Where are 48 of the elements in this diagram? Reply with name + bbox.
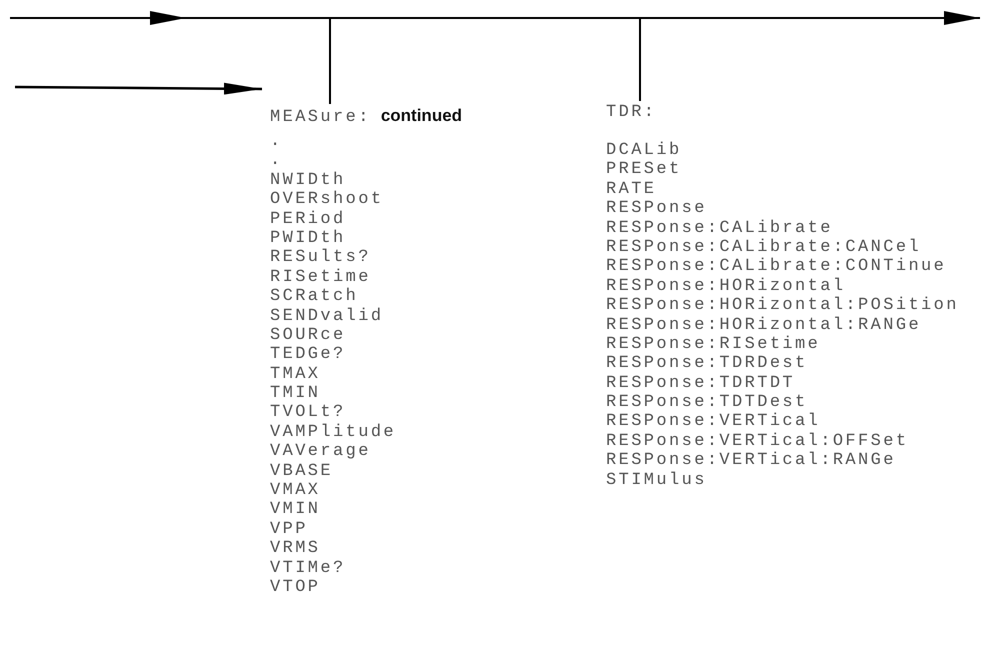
command-name: SCRatch [270,287,358,306]
continued-note: continued [380,106,462,126]
group-heading: TDR: [606,103,656,122]
command-name: TVOLt? [270,403,346,422]
command-name: RESPonse [606,199,707,218]
command-name: RESPonse:VERTical:RANGe [606,451,896,470]
command-name: VBASE [270,462,334,481]
command-name: . [270,132,283,151]
command-name: RESPonse:TDRDest [606,354,808,374]
command-name: RESPonse:CALibrate:CONTinue [606,257,946,276]
command-name: VRMS [270,539,320,558]
command-name: RESPonse:CALibrate [606,218,833,238]
command-name: VMIN [270,500,320,520]
command-name: TEDGe? [270,345,346,364]
command-name: VTIMe? [270,558,346,578]
command-name: RESPonse:HORizontal:POSition [606,296,959,316]
command-name: SOURce [270,326,346,345]
command-name: RESPonse:TDRTDT [606,374,796,393]
command-name: NWIDth [270,170,346,190]
command-name: OVERshoot [270,190,384,210]
command-name: RESPonse:HORizontal:RANGe [606,316,922,334]
command-name: . [270,151,283,170]
command-name: RISetime [270,268,371,287]
command-name: PERiod [270,210,346,229]
command-name: TMAX [270,364,320,384]
command-name: RESPonse:CALibrate:CANCel [606,238,922,257]
command-name: VMAX [270,481,320,500]
command-name: VPP [270,520,308,539]
arrow [15,82,262,95]
command-name: RESPonse:RISetime [606,334,820,354]
group-heading: MEASure: [270,108,371,128]
command-name: TMIN [270,384,320,404]
command-name: PRESet [606,160,682,180]
command-name: VAMPlitude [270,422,396,442]
command-name: RESults? [270,248,371,268]
command-name: DCALib [606,140,682,160]
command-name: VTOP [270,578,320,597]
connector-line [639,18,641,101]
command-name: STIMulus [606,470,707,490]
command-name: RESPonse:VERTical:OFFSet [606,432,908,451]
command-name: RESPonse:HORizontal [606,276,846,296]
command-name: SENDvalid [270,306,384,326]
command-name: RESPonse:TDTDest [606,393,808,412]
command-name: RATE [606,180,656,199]
command-name: VAVerage [270,442,371,462]
connector-line [329,18,331,104]
command-name: PWIDth [270,228,346,248]
command-name: RESPonse:VERTical [606,412,820,432]
